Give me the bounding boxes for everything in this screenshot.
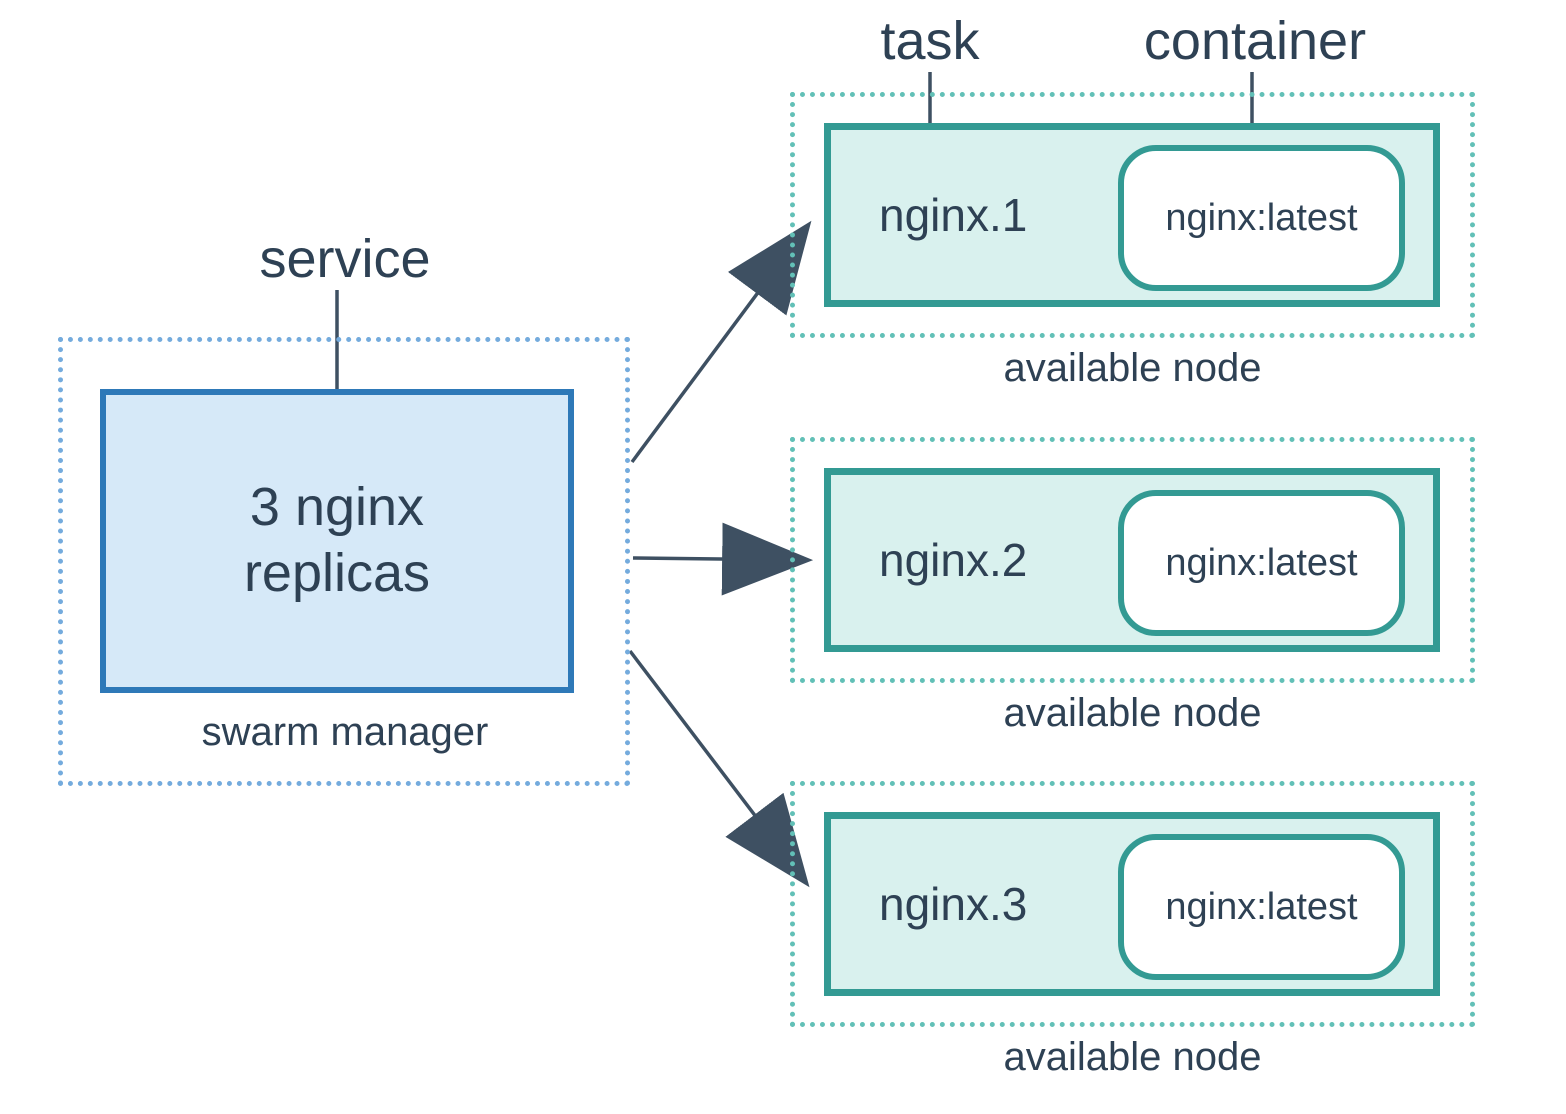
node-3-task-name: nginx.3 [879, 878, 1028, 930]
swarm-manager-caption: swarm manager [201, 710, 489, 754]
node-2-caption: available node [1003, 691, 1262, 735]
node-2-container-image: nginx:latest [1165, 541, 1358, 584]
arrow-to-node-3 [628, 649, 810, 888]
container-label: container [1143, 11, 1367, 71]
node-3-dashed-border [790, 781, 1475, 1027]
available-node-3: nginx.3 nginx:latest available node [790, 781, 1475, 1081]
node-3-container-box: nginx:latest [1118, 834, 1405, 980]
node-1-container-box: nginx:latest [1118, 145, 1405, 291]
task-label: task [880, 11, 980, 71]
available-node-1: nginx.1 nginx:latest available node [790, 92, 1475, 392]
node-2-dashed-border [790, 437, 1475, 683]
node-2-container-box: nginx:latest [1118, 490, 1405, 636]
node-1-task-name: nginx.1 [879, 189, 1028, 241]
node-3-container-image: nginx:latest [1165, 885, 1358, 928]
node-2-task-name: nginx.2 [879, 534, 1028, 586]
swarm-manager-dashed-box [58, 337, 630, 786]
arrow-to-node-1 [630, 220, 812, 464]
service-replicas-box: 3 nginx replicas [100, 389, 574, 693]
service-label: service [259, 229, 431, 289]
service-replicas-text: 3 nginx replicas [243, 477, 431, 603]
arrow-to-node-2 [632, 522, 814, 596]
node-1-container-image: nginx:latest [1165, 196, 1358, 239]
node-1-caption: available node [1003, 346, 1262, 390]
available-node-2: nginx.2 nginx:latest available node [790, 437, 1475, 737]
node-1-dashed-border [790, 92, 1475, 338]
node-3-caption: available node [1003, 1035, 1262, 1079]
